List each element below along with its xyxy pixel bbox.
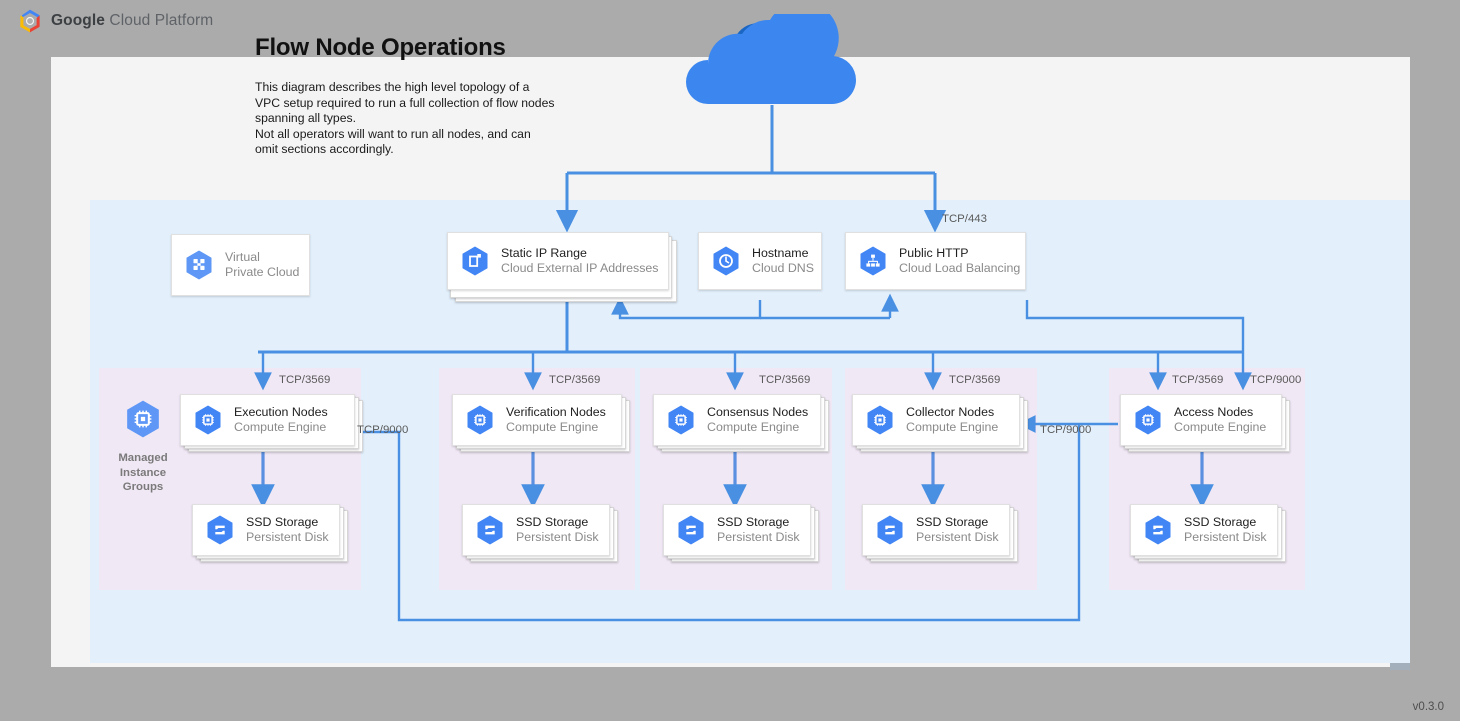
page-title: Flow Node Operations bbox=[255, 34, 506, 61]
node-title: Collector Nodes bbox=[906, 405, 995, 420]
port-label-verification-inbound: TCP/3569 bbox=[549, 374, 601, 386]
node-virtual-private-cloud[interactable]: Virtual Private Cloud bbox=[171, 234, 310, 296]
node-verification-nodes[interactable]: Verification Nodes Compute Engine bbox=[452, 394, 622, 446]
node-title: Virtual bbox=[225, 250, 260, 265]
persistent-disk-icon bbox=[678, 515, 704, 545]
node-subtitle: Persistent Disk bbox=[717, 530, 800, 544]
node-title: SSD Storage bbox=[246, 515, 319, 530]
node-subtitle: Cloud Load Balancing bbox=[899, 261, 1021, 275]
port-label-execution-inbound: TCP/3569 bbox=[279, 374, 331, 386]
port-label-collector-inbound: TCP/3569 bbox=[949, 374, 1001, 386]
port-label-access-to-execution: TCP/9000 bbox=[357, 424, 409, 436]
node-subtitle: Persistent Disk bbox=[246, 530, 329, 544]
cloud-external-ip-icon bbox=[462, 246, 488, 276]
storage-access-ssd[interactable]: SSD Storage Persistent Disk bbox=[1130, 504, 1278, 556]
compute-engine-icon bbox=[668, 405, 694, 435]
node-subtitle: Compute Engine bbox=[906, 420, 999, 434]
brand-bold: Google bbox=[51, 12, 105, 29]
gcp-wordmark: Google Cloud Platform bbox=[51, 12, 213, 30]
node-subtitle: Compute Engine bbox=[707, 420, 800, 434]
cloud-icon bbox=[686, 14, 856, 104]
node-subtitle: Persistent Disk bbox=[1184, 530, 1267, 544]
persistent-disk-icon bbox=[207, 515, 233, 545]
node-title: SSD Storage bbox=[516, 515, 589, 530]
node-title: Access Nodes bbox=[1174, 405, 1254, 420]
managed-instance-groups-icon bbox=[127, 400, 159, 438]
node-title: Hostname bbox=[752, 246, 809, 261]
managed-instance-groups: Managed Instance Groups bbox=[108, 398, 178, 495]
node-subtitle: Compute Engine bbox=[506, 420, 599, 434]
compute-engine-icon bbox=[467, 405, 493, 435]
port-label-access-inbound-2: TCP/9000 bbox=[1250, 374, 1302, 386]
compute-engine-icon bbox=[1135, 405, 1161, 435]
port-label-access-to-collector: TCP/9000 bbox=[1040, 424, 1092, 436]
storage-consensus-ssd[interactable]: SSD Storage Persistent Disk bbox=[663, 504, 811, 556]
storage-verification-ssd[interactable]: SSD Storage Persistent Disk bbox=[462, 504, 610, 556]
node-static-ip-range[interactable]: Static IP Range Cloud External IP Addres… bbox=[447, 232, 669, 290]
port-label-lb-ingress: TCP/443 bbox=[942, 213, 987, 225]
node-subtitle: Compute Engine bbox=[234, 420, 327, 434]
node-title: Consensus Nodes bbox=[707, 405, 809, 420]
node-subtitle: Persistent Disk bbox=[916, 530, 999, 544]
node-subtitle: Cloud DNS bbox=[752, 261, 814, 275]
node-title: SSD Storage bbox=[1184, 515, 1257, 530]
persistent-disk-icon bbox=[477, 515, 503, 545]
compute-engine-icon bbox=[195, 405, 221, 435]
node-subtitle: Compute Engine bbox=[1174, 420, 1267, 434]
page-description: This diagram describes the high level to… bbox=[255, 80, 555, 157]
node-subtitle: Cloud External IP Addresses bbox=[501, 261, 659, 275]
storage-collector-ssd[interactable]: SSD Storage Persistent Disk bbox=[862, 504, 1010, 556]
node-title: Public HTTP bbox=[899, 246, 969, 261]
gcp-header: Google Cloud Platform bbox=[0, 0, 1460, 42]
persistent-disk-icon bbox=[877, 515, 903, 545]
virtual-private-cloud-icon bbox=[186, 250, 212, 280]
node-hostname-cloud-dns[interactable]: Hostname Cloud DNS bbox=[698, 232, 822, 290]
port-label-consensus-inbound: TCP/3569 bbox=[759, 374, 811, 386]
port-label-access-inbound: TCP/3569 bbox=[1172, 374, 1224, 386]
node-collector-nodes[interactable]: Collector Nodes Compute Engine bbox=[852, 394, 1020, 446]
google-cloud-platform-logo-icon bbox=[20, 9, 40, 33]
cloud-load-balancing-icon bbox=[860, 246, 886, 276]
node-title: Static IP Range bbox=[501, 246, 587, 261]
node-title: Verification Nodes bbox=[506, 405, 606, 420]
managed-instance-groups-label: Managed Instance Groups bbox=[118, 452, 168, 493]
storage-execution-ssd[interactable]: SSD Storage Persistent Disk bbox=[192, 504, 340, 556]
cloud-dns-icon bbox=[713, 246, 739, 276]
brand-rest: Cloud Platform bbox=[105, 12, 214, 29]
node-execution-nodes[interactable]: Execution Nodes Compute Engine bbox=[180, 394, 355, 446]
version-label: v0.3.0 bbox=[1412, 701, 1444, 713]
node-public-http-load-balancing[interactable]: Public HTTP Cloud Load Balancing bbox=[845, 232, 1026, 290]
node-consensus-nodes[interactable]: Consensus Nodes Compute Engine bbox=[653, 394, 821, 446]
node-title: Execution Nodes bbox=[234, 405, 328, 420]
node-title: SSD Storage bbox=[717, 515, 790, 530]
node-subtitle: Persistent Disk bbox=[516, 530, 599, 544]
node-subtitle: Private Cloud bbox=[225, 265, 300, 279]
node-access-nodes[interactable]: Access Nodes Compute Engine bbox=[1120, 394, 1282, 446]
compute-engine-icon bbox=[867, 405, 893, 435]
node-title: SSD Storage bbox=[916, 515, 989, 530]
persistent-disk-icon bbox=[1145, 515, 1171, 545]
